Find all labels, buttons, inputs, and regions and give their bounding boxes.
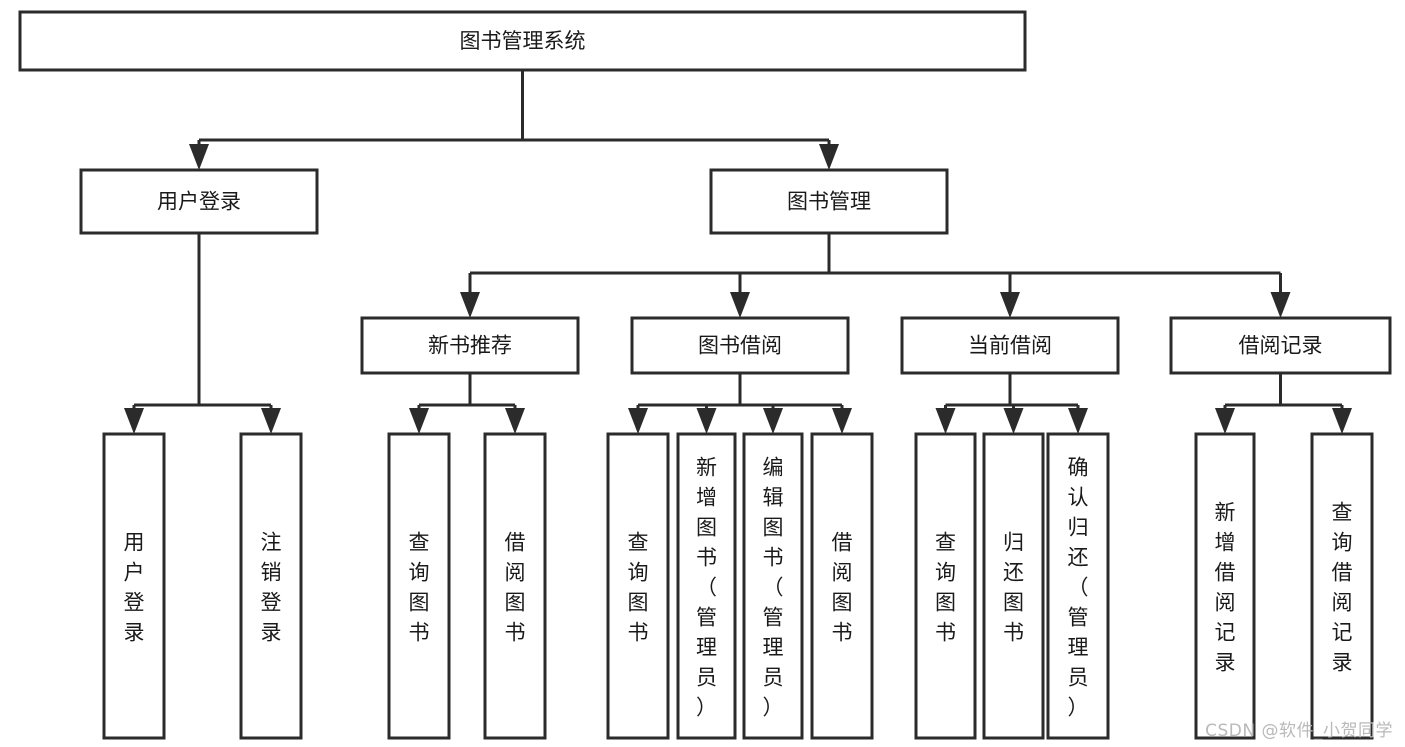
node-new-book-rec[interactable]: 新书推荐: [360, 316, 580, 375]
node-box[interactable]: [239, 432, 303, 740]
node-label: 借阅图书: [505, 530, 526, 644]
arrow-head-icon: [1332, 408, 1352, 434]
connector-group-current-borrow: [935, 373, 1088, 434]
node-leaf-query-record[interactable]: 查询借阅记录: [1310, 432, 1374, 740]
node-leaf-user-login[interactable]: 用户登录: [102, 432, 166, 740]
node-user-login[interactable]: 用户登录: [79, 168, 319, 235]
arrow-head-icon: [505, 408, 525, 434]
node-box[interactable]: [742, 432, 804, 740]
node-label: 图书借阅: [698, 334, 782, 358]
arrow-head-icon: [696, 408, 717, 434]
node-box[interactable]: [360, 316, 580, 375]
node-box[interactable]: [914, 432, 977, 740]
connector-group-book-borrow: [628, 373, 852, 434]
node-box[interactable]: [1046, 432, 1110, 740]
node-leaf-query-book-1[interactable]: 查询图书: [387, 432, 451, 740]
node-label: 归还图书: [1003, 530, 1024, 644]
node-label: 查询图书: [935, 530, 956, 644]
node-box[interactable]: [1310, 432, 1374, 740]
node-leaf-query-book-3[interactable]: 查询图书: [914, 432, 977, 740]
node-box[interactable]: [810, 432, 874, 740]
node-label: 用户登录: [124, 530, 145, 644]
node-label: 图书管理: [787, 190, 871, 214]
node-label: 当前借阅: [968, 334, 1052, 358]
node-leaf-add-record[interactable]: 新增借阅记录: [1194, 432, 1256, 740]
node-box[interactable]: [982, 432, 1045, 740]
node-label: 新增借阅记录: [1215, 500, 1236, 674]
node-box[interactable]: [102, 432, 166, 740]
arrow-head-icon: [1000, 292, 1020, 318]
node-label: 用户登录: [157, 190, 241, 214]
nodes-layer: 图书管理系统用户登录图书管理新书推荐图书借阅当前借阅借阅记录用户登录注销登录查询…: [18, 10, 1392, 740]
connector-group-user-login: [124, 233, 281, 434]
node-box[interactable]: [709, 168, 949, 235]
node-box[interactable]: [18, 10, 1027, 72]
node-box[interactable]: [483, 432, 547, 740]
node-label: 确认归还（管理员）: [1068, 455, 1089, 719]
node-leaf-borrow-book-2[interactable]: 借阅图书: [810, 432, 874, 740]
arrow-head-icon: [1215, 408, 1235, 434]
node-root[interactable]: 图书管理系统: [18, 10, 1027, 72]
node-box[interactable]: [79, 168, 319, 235]
node-leaf-query-book-2[interactable]: 查询图书: [606, 432, 670, 740]
arrow-head-icon: [261, 408, 281, 434]
arrow-head-icon: [1068, 408, 1088, 434]
connector-group-root: [189, 70, 839, 170]
node-label: 图书管理系统: [460, 29, 586, 53]
node-label: 注销登录: [261, 530, 282, 644]
node-label: 查询借阅记录: [1332, 500, 1353, 674]
arrow-head-icon: [1270, 292, 1291, 318]
node-label: 查询图书: [409, 530, 430, 644]
node-borrow-record[interactable]: 借阅记录: [1169, 316, 1392, 375]
arrow-head-icon: [763, 408, 783, 434]
node-leaf-return-book[interactable]: 归还图书: [982, 432, 1045, 740]
node-leaf-edit-book[interactable]: 编辑图书（管理员）: [742, 432, 804, 740]
arrow-head-icon: [409, 408, 429, 434]
node-label: 借阅记录: [1239, 334, 1323, 358]
node-leaf-borrow-book-1[interactable]: 借阅图书: [483, 432, 547, 740]
node-box[interactable]: [630, 316, 850, 375]
arrow-head-icon: [189, 144, 209, 170]
node-box[interactable]: [387, 432, 451, 740]
node-label: 查询图书: [628, 530, 649, 644]
node-box[interactable]: [606, 432, 670, 740]
node-leaf-add-book[interactable]: 新增图书（管理员）: [676, 432, 737, 740]
arrow-head-icon: [1003, 408, 1024, 434]
node-book-borrow[interactable]: 图书借阅: [630, 316, 850, 375]
node-box[interactable]: [900, 316, 1120, 375]
node-book-manage[interactable]: 图书管理: [709, 168, 949, 235]
arrow-head-icon: [730, 292, 750, 318]
edges-layer: [124, 70, 1352, 434]
arrow-head-icon: [124, 408, 144, 434]
connector-group-borrow-record: [1215, 373, 1352, 434]
node-leaf-logout[interactable]: 注销登录: [239, 432, 303, 740]
node-label: 新书推荐: [428, 334, 512, 358]
node-leaf-confirm-return[interactable]: 确认归还（管理员）: [1046, 432, 1110, 740]
connector-group-book-manage: [460, 233, 1291, 318]
arrow-head-icon: [935, 408, 956, 434]
node-box[interactable]: [1194, 432, 1256, 740]
node-label: 编辑图书（管理员）: [763, 455, 784, 719]
node-box[interactable]: [1169, 316, 1392, 375]
node-label: 借阅图书: [832, 530, 853, 644]
arrow-head-icon: [460, 292, 480, 318]
arrow-head-icon: [628, 408, 648, 434]
node-label: 新增图书（管理员）: [696, 455, 717, 719]
node-box[interactable]: [676, 432, 737, 740]
arrow-head-icon: [819, 144, 839, 170]
connector-group-new-book-rec: [409, 373, 525, 434]
arrow-head-icon: [832, 408, 852, 434]
node-current-borrow[interactable]: 当前借阅: [900, 316, 1120, 375]
